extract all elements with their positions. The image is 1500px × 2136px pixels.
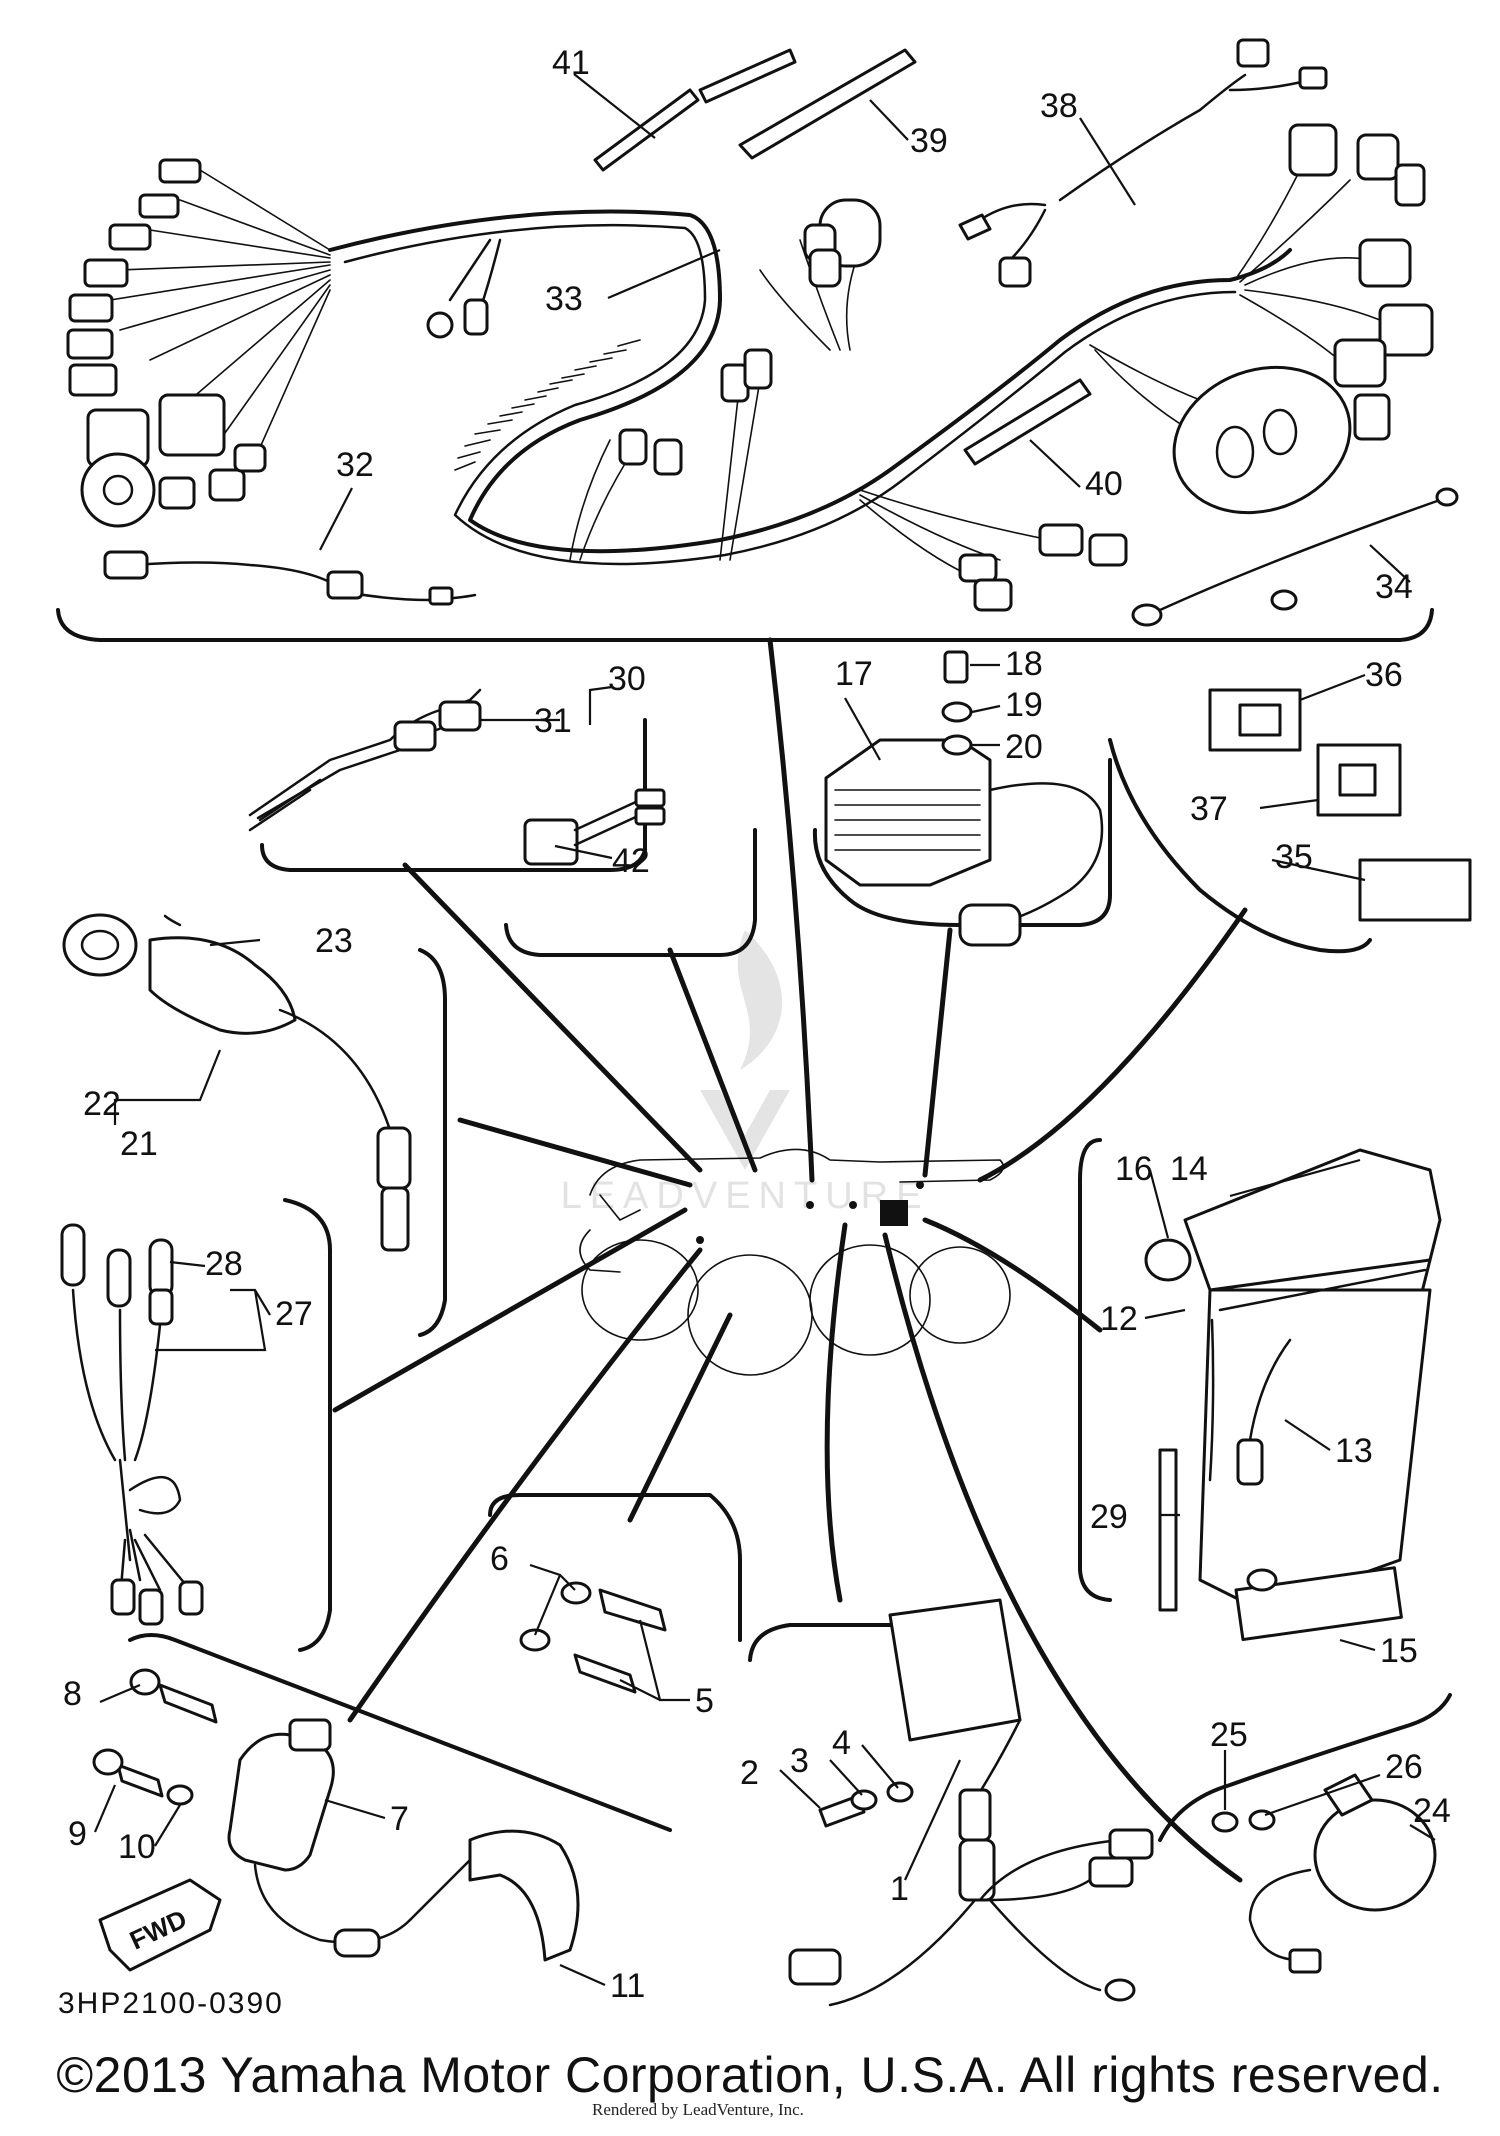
group-24-26 xyxy=(1158,1693,1452,1974)
callout-41: 41 xyxy=(552,44,590,82)
top-section-bracket xyxy=(56,608,1434,642)
callout-27: 27 xyxy=(275,1295,313,1333)
callout-26: 26 xyxy=(1385,1748,1423,1786)
indicator-socket xyxy=(1089,344,1352,515)
callout-42: 42 xyxy=(612,842,650,880)
callout-35: 35 xyxy=(1275,838,1313,876)
callout-11: 11 xyxy=(610,1967,645,2005)
frame-sketch xyxy=(579,1148,1011,1376)
copyright-footer: ©2013 Yamaha Motor Corporation, U.S.A. A… xyxy=(56,2047,1444,2103)
callout-20: 20 xyxy=(1005,728,1043,766)
right-connector-cluster xyxy=(1234,123,1434,441)
watermark-text: LEADVENTURE xyxy=(561,1175,930,1217)
harness-branch-left xyxy=(426,238,502,339)
harness-trunk xyxy=(328,209,1292,554)
callout-34: 34 xyxy=(1375,568,1413,606)
callout-7: 7 xyxy=(390,1800,409,1838)
callout-10: 10 xyxy=(118,1828,156,1866)
callout-9: 9 xyxy=(68,1815,87,1853)
harness-trunk-inner xyxy=(343,223,1237,566)
callout-19: 19 xyxy=(1005,686,1043,724)
callout-36: 36 xyxy=(1365,656,1403,694)
wire-harness-group xyxy=(56,123,1434,642)
group-5-6 xyxy=(488,1493,742,1694)
group-battery xyxy=(1078,1138,1442,1642)
group-42 xyxy=(504,788,757,957)
harness-branch-condenser xyxy=(759,198,882,351)
watermark-logo: LEADVENTURE xyxy=(561,930,930,1217)
group-35-37 xyxy=(1108,688,1472,954)
callout-22: 22 xyxy=(83,1085,121,1123)
group-21-23 xyxy=(62,913,447,1337)
harness-branch-right-lower xyxy=(859,489,1128,612)
callout-12: 12 xyxy=(1100,1300,1138,1338)
group-30-31 xyxy=(248,688,647,872)
callout-39: 39 xyxy=(910,122,948,160)
harness-branch-center xyxy=(569,348,773,561)
callout-28: 28 xyxy=(205,1245,243,1283)
group-rectifier xyxy=(812,650,1112,947)
callout-8: 8 xyxy=(63,1675,82,1713)
callout-30: 30 xyxy=(608,660,646,698)
part-40-clamp xyxy=(963,378,1092,466)
drawing-code: 3HP2100-0390 xyxy=(58,1987,284,2020)
pointer-lines xyxy=(332,637,1248,1883)
callout-3: 3 xyxy=(790,1742,809,1780)
callout-37: 37 xyxy=(1190,790,1228,828)
callout-31: 31 xyxy=(534,702,572,740)
callout-leaders xyxy=(93,73,1436,1987)
callout-18: 18 xyxy=(1005,645,1043,683)
group-7-11 xyxy=(92,1633,672,1972)
callout-25: 25 xyxy=(1210,1716,1248,1754)
callout-15: 15 xyxy=(1380,1632,1418,1670)
part-39-band xyxy=(738,48,917,160)
group-1-4 xyxy=(748,1598,1154,2007)
callout-6: 6 xyxy=(490,1540,509,1578)
part-32-sub-lead xyxy=(103,550,477,606)
callout-4: 4 xyxy=(832,1724,851,1762)
callout-21: 21 xyxy=(120,1125,158,1163)
callout-2: 2 xyxy=(740,1754,759,1792)
callout-40: 40 xyxy=(1085,465,1123,503)
callout-23: 23 xyxy=(315,922,353,960)
callout-38: 38 xyxy=(1040,87,1078,125)
left-connector-cluster xyxy=(66,158,331,528)
callout-labels: 41 39 38 33 32 40 34 30 31 42 17 18 19 2… xyxy=(63,44,1451,2005)
callout-5: 5 xyxy=(695,1682,714,1720)
callout-1: 1 xyxy=(890,1870,909,1908)
callout-17: 17 xyxy=(835,655,873,693)
callout-32: 32 xyxy=(336,446,374,484)
callout-16: 16 xyxy=(1115,1150,1153,1188)
callout-29: 29 xyxy=(1090,1498,1128,1536)
render-credit: Rendered by LeadVenture, Inc. xyxy=(592,2100,804,2119)
callout-33: 33 xyxy=(545,280,583,318)
harness-spiral-wrap xyxy=(454,339,641,471)
group-27-28 xyxy=(60,1198,332,1652)
part-34-earth-lead xyxy=(1131,487,1459,627)
callout-24: 24 xyxy=(1413,1792,1451,1830)
callout-14: 14 xyxy=(1170,1150,1208,1188)
callout-13: 13 xyxy=(1335,1432,1373,1470)
part-38-lead xyxy=(958,38,1328,288)
